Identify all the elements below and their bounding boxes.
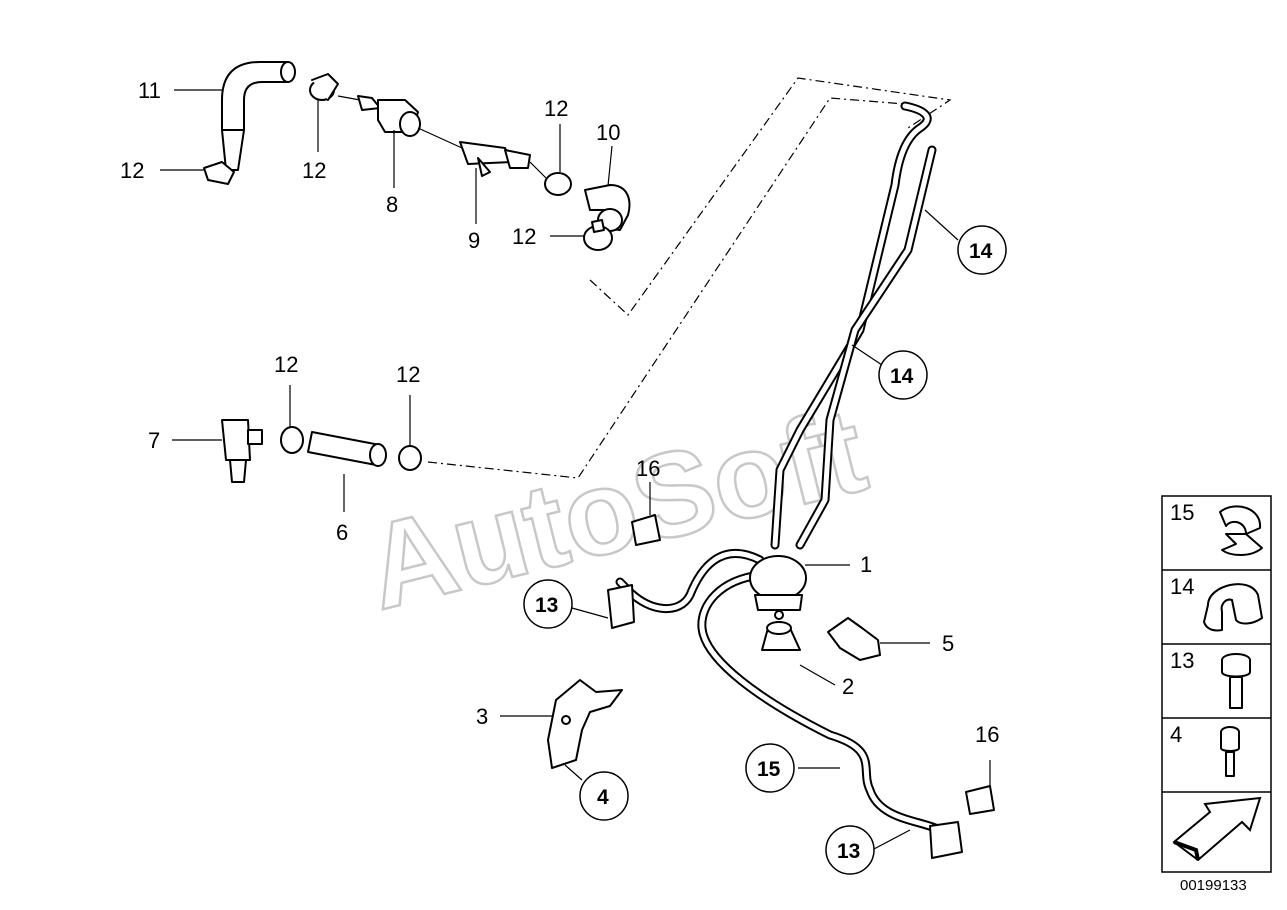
sensor-7: [221, 419, 263, 483]
legend-label: 4: [1170, 722, 1182, 747]
callout-1: 1: [860, 552, 872, 577]
clamp-12-c: [544, 172, 572, 196]
clamp-12-d: [583, 219, 613, 251]
callout-13: 13: [837, 840, 860, 863]
callout-12: 12: [120, 158, 144, 183]
callout-6: 6: [336, 520, 348, 545]
legend-label: 15: [1170, 500, 1194, 525]
legend-label: 14: [1170, 574, 1194, 599]
callout-4: 4: [597, 786, 609, 809]
callout-5: 5: [942, 631, 954, 656]
callout-7: 7: [148, 428, 160, 453]
callout-3: 3: [476, 704, 488, 729]
clamp-icon: [1219, 505, 1263, 556]
valve-9: [459, 141, 531, 177]
hose-6: [307, 431, 387, 467]
clip-icon: [1203, 583, 1263, 632]
leader-lines: [160, 89, 991, 851]
callout-12: 12: [274, 352, 298, 377]
clip-13-a: [607, 584, 635, 629]
callout-8: 8: [386, 192, 398, 217]
spring-clip-5: [827, 617, 881, 661]
legend-label: 13: [1170, 648, 1194, 673]
legend-item-4: 4: [1170, 722, 1240, 777]
callout-circles: [523, 225, 1007, 875]
clamp-12-a: [203, 161, 235, 185]
legend-item-14: 14: [1170, 574, 1263, 632]
callout-12: 12: [302, 158, 326, 183]
callout-14: 14: [969, 240, 993, 263]
hose-11: [221, 61, 296, 171]
callout-12: 12: [512, 224, 536, 249]
legend-panel: 15 14 13 4: [1161, 495, 1272, 873]
callout-13: 13: [535, 594, 558, 617]
callout-14: 14: [890, 365, 914, 388]
callout-10: 10: [596, 120, 620, 145]
clip-16-b: [965, 785, 995, 815]
callout-16: 16: [975, 722, 999, 747]
guide-lines: [427, 77, 952, 479]
callout-9: 9: [468, 228, 480, 253]
screw-icon: [1220, 726, 1240, 777]
callout-11: 11: [138, 78, 161, 103]
legend-arrow: [1172, 796, 1262, 862]
bolt-icon: [1221, 653, 1251, 709]
bracket-3: [547, 679, 623, 769]
clip-16-a: [631, 514, 661, 546]
clamp-12-b: [309, 73, 339, 101]
drawing-number: 00199133: [1180, 877, 1247, 894]
legend-item-13: 13: [1170, 648, 1251, 709]
clip-13-b: [929, 821, 963, 859]
pressure-regulator-1: [749, 555, 807, 611]
callout-labels: 11 12 12 8 12 10 9 12 14 14 12 12 7 6 16…: [120, 78, 999, 863]
callout-12: 12: [544, 96, 568, 121]
callout-16: 16: [636, 456, 660, 481]
callout-2: 2: [842, 674, 854, 699]
connector-8: [357, 95, 421, 137]
callout-15: 15: [757, 758, 781, 781]
connector-stubs: [337, 95, 547, 179]
clamp-12-f: [398, 445, 422, 471]
clamp-12-e: [280, 426, 304, 454]
legend-item-15: 15: [1170, 500, 1263, 556]
damper-2: [761, 610, 801, 651]
pipe-assembly: [615, 101, 945, 835]
callout-12: 12: [396, 362, 420, 387]
arrow-icon: [1172, 796, 1262, 862]
